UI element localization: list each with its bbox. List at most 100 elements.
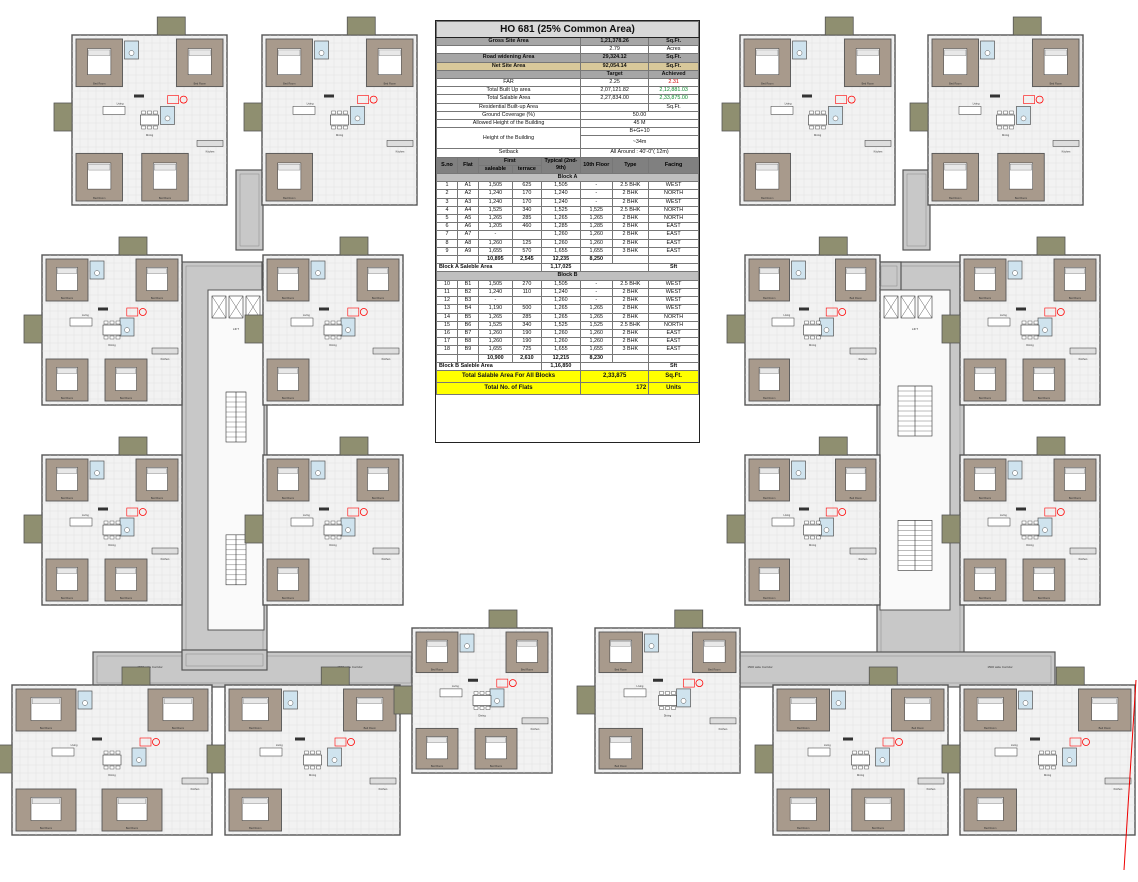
dining-table-icon	[803, 324, 822, 336]
bedroom-label: Bed Room	[979, 296, 991, 300]
chair-icon	[815, 110, 820, 115]
block_a-cell: 1,260	[580, 238, 613, 248]
block_a-cell: 1,240	[477, 189, 513, 199]
sofa-icon	[770, 106, 794, 115]
pillow-icon	[944, 164, 967, 171]
chair-icon	[336, 335, 342, 340]
chair-icon	[336, 520, 342, 525]
block_a-cell: 170	[511, 189, 542, 199]
balcony	[941, 744, 961, 774]
sofa-icon	[623, 688, 647, 698]
toilet	[489, 688, 505, 708]
bedroom-label: Bed Room	[763, 396, 775, 400]
sofa-icon	[994, 747, 1018, 757]
pillow-icon	[368, 268, 388, 274]
balcony	[243, 102, 263, 132]
chair-icon	[1033, 520, 1039, 525]
block_b-cell: 1,240	[477, 287, 513, 298]
dining-table-icon	[330, 114, 349, 126]
chair-icon	[1033, 320, 1039, 325]
pillow-icon	[610, 737, 631, 743]
kitchen-counter	[372, 547, 400, 555]
block_a-cell: 3 BHK	[611, 246, 650, 257]
wall-stub	[653, 678, 663, 682]
wall-stub	[799, 507, 809, 511]
unit-tag	[835, 95, 847, 104]
chair-icon	[109, 320, 115, 325]
chair-icon	[304, 750, 309, 755]
wall-stub	[98, 507, 108, 511]
balcony	[721, 102, 741, 132]
wc-icon	[1066, 757, 1073, 763]
block_b-cell: 190	[511, 328, 542, 339]
bedroom-label: Bed Room	[979, 396, 991, 400]
chair-icon	[485, 706, 491, 710]
block_a-saleable-value: 1,17,025	[540, 263, 582, 273]
pillow-icon	[57, 468, 77, 474]
wc-icon	[124, 527, 130, 533]
block_b-cell: 1,260	[477, 328, 513, 339]
balcony	[23, 314, 43, 344]
sofa-icon	[102, 106, 126, 115]
pillow-icon	[188, 49, 211, 56]
block_a-cell: 125	[511, 238, 542, 248]
chair-icon	[1021, 535, 1027, 540]
block_b-cell: 1,525	[477, 320, 513, 330]
balcony	[488, 609, 518, 629]
balcony	[818, 436, 848, 456]
wc-icon	[1012, 470, 1018, 476]
block_a-cell: 2 BHK	[611, 238, 650, 248]
kitchen-counter	[196, 140, 224, 147]
toilet	[314, 40, 329, 60]
toilet	[310, 260, 326, 280]
bedroom-label: Bed Room	[949, 196, 961, 200]
kitchen-label: Kitchen	[859, 557, 868, 561]
block_a-label: Block A	[436, 173, 699, 183]
block_b-saleable-label: Block B Saleble Area	[436, 361, 542, 371]
bedroom-label: Bed Room	[615, 764, 627, 768]
chair-icon	[1039, 765, 1044, 770]
block_a-cell: 2 BHK	[611, 222, 650, 232]
unit-tag	[167, 95, 179, 104]
pillow-icon	[975, 468, 995, 474]
block_b-cell: 110	[511, 287, 542, 298]
chair-icon	[804, 335, 809, 340]
saleable-achieved: 2,33,875.00	[648, 94, 699, 104]
block_b-cell: 1,525	[580, 320, 613, 330]
toilet	[676, 688, 691, 708]
sofa-icon	[987, 317, 1011, 327]
bedroom	[415, 631, 459, 674]
unit-marker-icon	[369, 95, 378, 104]
unit-marker-icon	[838, 308, 847, 316]
bedroom-label: Bed Room	[93, 196, 105, 200]
chair-icon	[659, 691, 664, 695]
block_a-cell: A4	[456, 205, 479, 216]
all-blocks-label: Total Salable Area For All Blocks	[436, 369, 582, 383]
block_a-cell: NORTH	[648, 214, 699, 224]
block_b-cell: -	[477, 296, 513, 306]
chair-icon	[304, 765, 309, 770]
living-label: Living	[117, 101, 124, 105]
bedroom-label: Bed Room	[364, 726, 376, 730]
dining-label: Dining	[336, 133, 344, 137]
bedroom-label: Bed Room	[431, 764, 443, 768]
kitchen-label: Kitchen	[927, 787, 936, 791]
chair-icon	[473, 691, 479, 695]
bedroom-label: Bed Room	[521, 668, 533, 672]
chair-icon	[343, 110, 348, 115]
living-label: Living	[71, 743, 78, 747]
block_b-cell: 270	[511, 279, 542, 289]
wc-icon	[1022, 700, 1029, 706]
chair-icon	[858, 765, 863, 770]
kitchen-counter	[709, 717, 737, 725]
pillow-icon	[756, 49, 779, 56]
bedroom-label: Bed Room	[159, 196, 171, 200]
dining-table-icon	[102, 324, 122, 336]
pillow-icon	[759, 268, 779, 274]
